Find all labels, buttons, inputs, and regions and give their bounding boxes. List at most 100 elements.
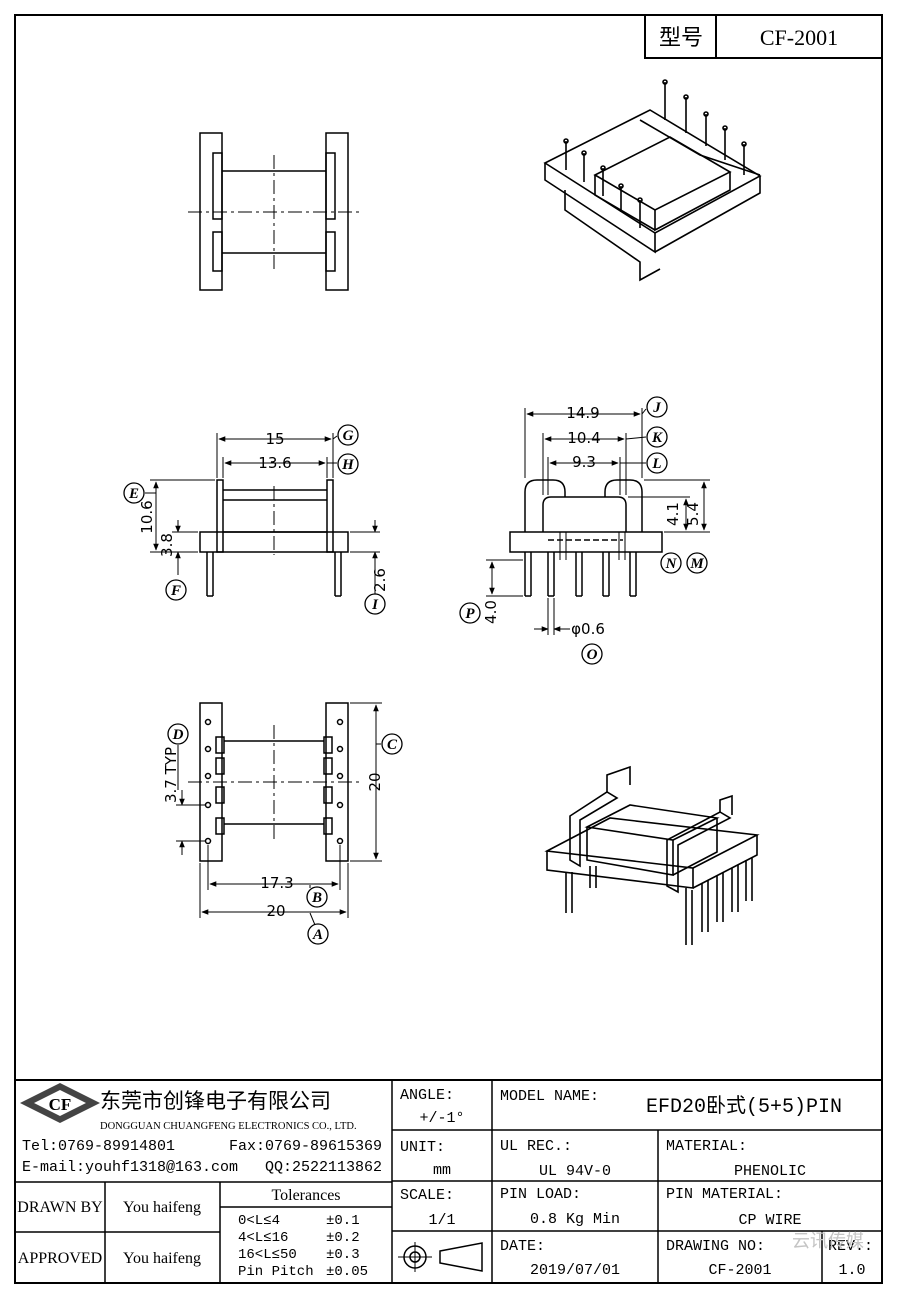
tolerance-value: ±0.3 <box>326 1247 360 1263</box>
title-block <box>15 1079 882 1283</box>
tolerance-range: 4<L≤16 <box>238 1230 288 1246</box>
dim-0-6: φ0.6 <box>571 620 605 638</box>
callout-e: E <box>123 482 156 504</box>
callout-p: P <box>459 602 481 624</box>
logo-text: CF <box>49 1095 72 1114</box>
dim-5-4: 5.4 <box>684 502 702 526</box>
svg-text:A: A <box>312 927 323 943</box>
callout-n: N <box>660 552 682 574</box>
company-name-cn: 东莞市创锋电子有限公司 <box>100 1089 331 1113</box>
dim-13-6: 13.6 <box>258 454 291 472</box>
rev-value: 1.0 <box>838 1262 865 1279</box>
dim-10-4: 10.4 <box>567 429 600 447</box>
qq: QQ:2522113862 <box>265 1159 382 1176</box>
dim-4-1: 4.1 <box>664 502 682 526</box>
angle-label: ANGLE: <box>400 1087 454 1104</box>
dim-3-8: 3.8 <box>158 533 176 557</box>
isometric-view-bottom <box>544 765 760 945</box>
tolerance-value: ±0.2 <box>326 1230 360 1246</box>
drawing-no-value: CF-2001 <box>708 1262 771 1279</box>
svg-text:G: G <box>343 428 354 444</box>
tolerance-range: 16<L≤50 <box>238 1247 297 1263</box>
svg-text:E: E <box>128 486 139 502</box>
date-value: 2019/07/01 <box>530 1262 620 1279</box>
pin-material-label: PIN MATERIAL: <box>666 1186 783 1203</box>
angle-value: +/-1° <box>419 1110 464 1127</box>
svg-text:B: B <box>311 890 322 906</box>
dim-14-9: 14.9 <box>566 404 599 422</box>
svg-text:J: J <box>652 400 661 416</box>
svg-text:K: K <box>651 430 663 446</box>
email: E-mail:youhf1318@163.com <box>22 1159 238 1176</box>
tolerance-range: 0<L≤4 <box>238 1213 280 1229</box>
dim-20-bottom: 20 <box>266 902 285 920</box>
svg-text:M: M <box>689 556 704 572</box>
header-label: 型号 <box>659 26 703 51</box>
top-view <box>188 132 360 291</box>
date-label: DATE: <box>500 1238 545 1255</box>
isometric-view-top <box>543 79 762 282</box>
pin-load-value: 0.8 Kg Min <box>530 1211 620 1228</box>
drawn-by-label: DRAWN BY <box>17 1199 103 1216</box>
scale-label: SCALE: <box>400 1187 454 1204</box>
svg-text:P: P <box>465 606 475 622</box>
callout-m: M <box>686 552 708 574</box>
model-name-value: EFD20卧式(5+5)PIN <box>646 1094 842 1119</box>
bottom-view <box>188 702 360 862</box>
callout-a: A <box>307 912 329 945</box>
svg-text:L: L <box>651 456 661 472</box>
watermark: 云讯传媒 <box>792 1231 864 1252</box>
approved-label: APPROVED <box>18 1250 102 1267</box>
header-model: CF-2001 <box>760 25 838 50</box>
svg-text:F: F <box>170 583 181 599</box>
callout-i: I <box>364 593 386 615</box>
callout-o: O <box>581 643 603 665</box>
callouts: G H E F I J K L N M P O D C B A <box>123 396 708 945</box>
svg-text:C: C <box>387 737 398 753</box>
dim-15: 15 <box>265 430 284 448</box>
tel: Tel:0769-89914801 <box>22 1138 175 1155</box>
scale-value: 1/1 <box>428 1212 455 1229</box>
pin-load-label: PIN LOAD: <box>500 1186 581 1203</box>
model-name-label: MODEL NAME: <box>500 1088 599 1105</box>
tolerances-title: Tolerances <box>271 1187 340 1204</box>
drawn-by-value: You haifeng <box>123 1199 201 1216</box>
material-label: MATERIAL: <box>666 1138 747 1155</box>
dim-3-7-typ: 3.7 TYP <box>162 747 180 803</box>
callout-b: B <box>306 885 328 908</box>
rev-label: REV.: <box>828 1238 873 1255</box>
approved-value: You haifeng <box>123 1250 201 1267</box>
tolerance-value: ±0.1 <box>326 1213 360 1229</box>
unit-value: mm <box>433 1162 451 1179</box>
material-value: PHENOLIC <box>734 1163 806 1180</box>
dim-20-right: 20 <box>366 772 384 791</box>
dim-4-0: 4.0 <box>482 600 500 624</box>
front-view-dims <box>150 433 380 595</box>
header-box: 型号 CF-2001 <box>644 14 883 59</box>
dim-2-6: 2.6 <box>371 568 389 592</box>
tolerance-value: ±0.05 <box>326 1264 368 1280</box>
callout-f: F <box>165 564 187 601</box>
tolerance-range: Pin Pitch <box>238 1264 314 1280</box>
ul-value: UL 94V-0 <box>539 1163 611 1180</box>
svg-text:H: H <box>341 457 355 473</box>
dim-9-3: 9.3 <box>572 453 596 471</box>
front-view <box>199 479 349 597</box>
dim-10-6: 10.6 <box>138 500 156 533</box>
callout-h: H <box>327 453 359 475</box>
fax: Fax:0769-89615369 <box>229 1138 382 1155</box>
side-view-dims <box>486 408 710 635</box>
callout-l: L <box>620 452 668 474</box>
svg-text:O: O <box>587 647 598 663</box>
callout-j: J <box>641 396 668 418</box>
callout-d: D <box>167 723 189 790</box>
side-view <box>509 479 663 597</box>
ul-label: UL REC.: <box>500 1138 572 1155</box>
bottom-view-dims <box>176 702 382 918</box>
outer-frame <box>14 14 883 1284</box>
unit-label: UNIT: <box>400 1139 445 1156</box>
company-name-en: DONGGUAN CHUANGFENG ELECTRONICS CO., LTD… <box>100 1121 357 1132</box>
dim-17-3: 17.3 <box>260 874 293 892</box>
drawing-no-label: DRAWING NO: <box>666 1238 765 1255</box>
